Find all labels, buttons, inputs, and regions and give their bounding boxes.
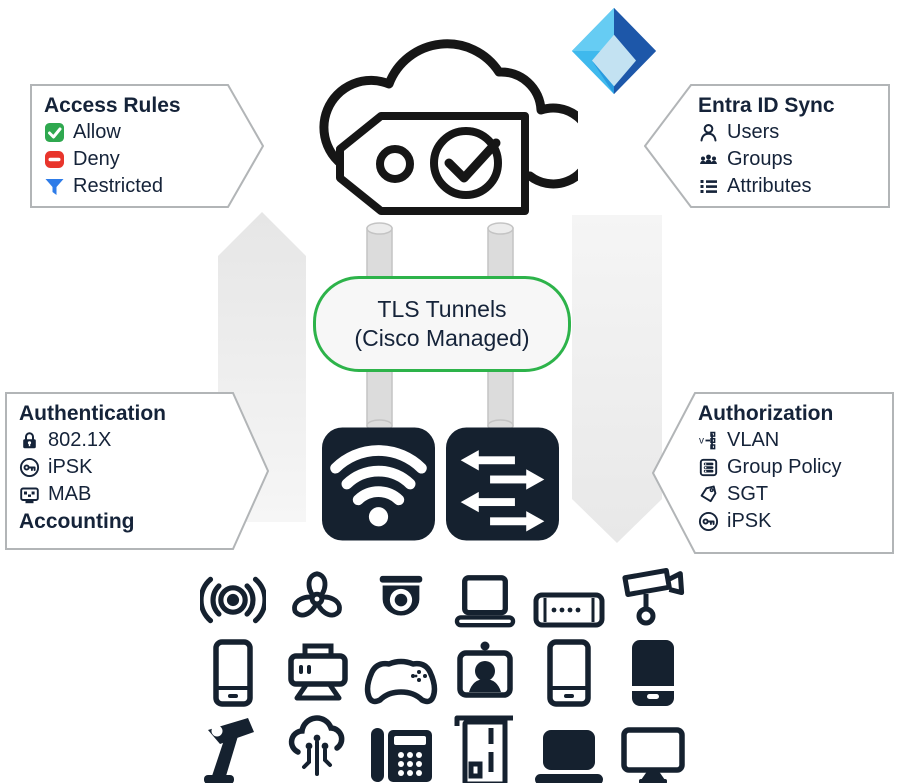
laptop-icon (454, 575, 516, 628)
switch-icon (446, 427, 559, 541)
user-icon (700, 124, 717, 142)
laptop-dark-icon (535, 730, 603, 783)
ipsk-label-2: iPSK (727, 510, 772, 532)
restricted-label: Restricted (73, 175, 164, 197)
tls-tunnels-label: TLS Tunnels (Cisco Managed) (313, 276, 571, 372)
group-policy-icon (699, 458, 718, 477)
entra-sync-users: Users (698, 119, 880, 146)
callout-shape (30, 84, 264, 208)
game-controller-icon (364, 658, 438, 705)
authz-group-policy: Group Policy (698, 454, 884, 481)
vlan-icon: v (699, 431, 716, 450)
lock-icon (23, 432, 36, 449)
access-rule-allow: Allow (44, 119, 254, 146)
authentication-title: Authentication (19, 402, 166, 425)
tablet-dark-icon (632, 640, 674, 706)
key-circle-icon (698, 511, 719, 532)
printer-icon (288, 643, 348, 701)
auth-mab: MAB (19, 481, 259, 508)
entra-sync-groups: Groups (698, 146, 880, 173)
device-row-1 (178, 560, 708, 630)
authentication-callout: Authentication 802.1X iPSK (5, 392, 269, 550)
sgt-tag-icon (700, 485, 717, 503)
groups-icon (700, 154, 717, 164)
callout-shape (5, 392, 269, 550)
vlan-label: VLAN (727, 429, 780, 451)
ip-phone-icon (371, 728, 432, 782)
allow-label: Allow (73, 121, 121, 143)
barcode-scanner-icon (204, 718, 254, 783)
smartphone-icon (213, 639, 253, 707)
device-row-3 (178, 708, 708, 783)
fan-icon (292, 571, 342, 618)
entra-id-logo (571, 7, 657, 95)
group-policy-label: Group Policy (727, 456, 842, 478)
restricted-filter-icon (45, 179, 64, 195)
attributes-list-icon (700, 180, 717, 193)
users-label: Users (727, 121, 780, 143)
device-row-2 (178, 630, 708, 708)
entra-sync-title: Entra ID Sync (698, 94, 835, 117)
device-grid (178, 560, 708, 783)
callout-shape (644, 84, 890, 208)
authz-sgt: SGT (698, 481, 884, 508)
attributes-label: Attributes (727, 175, 812, 197)
mab-label: MAB (48, 483, 92, 505)
groups-label: Groups (727, 148, 793, 170)
ipsk-label: iPSK (48, 456, 93, 478)
auth-ipsk: iPSK (19, 454, 259, 481)
accounting-label: Accounting (19, 510, 135, 533)
cctv-camera-icon (622, 567, 685, 626)
allow-check-icon (45, 123, 64, 142)
deny-label: Deny (73, 148, 120, 170)
authz-ipsk: iPSK (698, 508, 884, 535)
wireless-sensor-icon (200, 576, 266, 624)
cloud-tag-icon (319, 39, 578, 215)
authorization-title: Authorization (698, 402, 834, 425)
access-rule-deny: Deny (44, 146, 254, 173)
entra-sync-callout: Entra ID Sync Users Groups (644, 84, 890, 208)
dome-camera-icon (379, 575, 423, 616)
access-rule-restricted: Restricted (44, 173, 254, 200)
authz-vlan: v VLAN (698, 427, 884, 454)
access-rules-title: Access Rules (44, 94, 181, 117)
video-conference-icon (457, 641, 513, 698)
tls-line1: TLS Tunnels (377, 296, 507, 322)
network-appliance-icon (533, 592, 605, 628)
key-circle-icon (19, 457, 40, 478)
svg-text:v: v (699, 436, 704, 447)
flow-down-arrow (572, 215, 662, 543)
card-reader-icon (454, 715, 513, 783)
tablet-icon (547, 639, 591, 707)
entra-sync-attributes: Attributes (698, 173, 880, 200)
access-rules-callout: Access Rules Allow Deny Restrict (30, 84, 264, 208)
tls-line2: (Cisco Managed) (354, 325, 530, 351)
wireless-ap-icon (322, 427, 435, 541)
deny-minus-icon (45, 151, 64, 168)
sgt-label: SGT (727, 483, 769, 505)
auth-8021x: 802.1X (19, 427, 259, 454)
mac-card-icon (20, 487, 39, 504)
iot-cloud-icon (288, 715, 345, 776)
authorization-callout: Authorization v VLAN (652, 392, 894, 554)
desktop-monitor-icon (621, 727, 685, 783)
8021x-label: 802.1X (48, 429, 112, 451)
